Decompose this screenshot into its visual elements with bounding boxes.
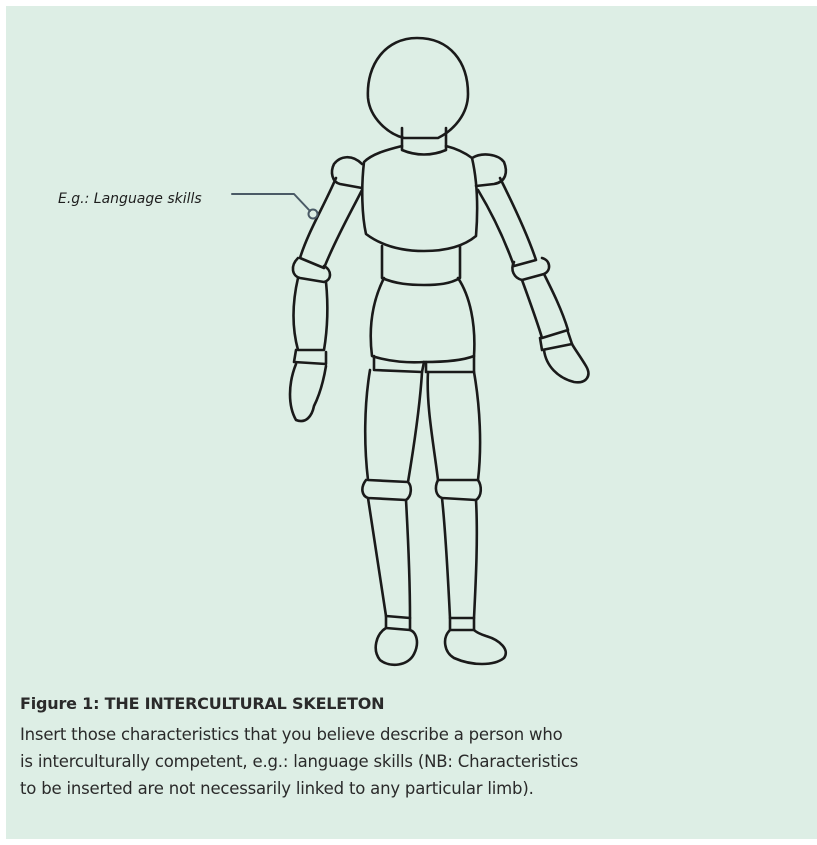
- caption-line-2: is interculturally competent, e.g.: lang…: [20, 748, 800, 775]
- mannequin-figure: [6, 6, 817, 686]
- caption-line-3: to be inserted are not necessarily linke…: [20, 775, 800, 802]
- circle-marker-icon: [309, 210, 318, 219]
- mannequin-right-forearm: [522, 274, 568, 338]
- mannequin-chest: [362, 146, 477, 251]
- mannequin-right-ankle: [450, 618, 474, 630]
- mannequin-left-forearm: [294, 278, 328, 350]
- mannequin-left-thigh-lower: [365, 370, 422, 482]
- mannequin-left-hand: [290, 364, 326, 421]
- mannequin-right-hand: [544, 344, 588, 382]
- mannequin-right-upper-arm: [478, 178, 536, 266]
- mannequin-left-shin: [368, 498, 410, 618]
- mannequin-left-wrist: [294, 350, 326, 364]
- mannequin-head: [368, 38, 468, 138]
- caption-line-1: Insert those characteristics that you be…: [20, 721, 800, 748]
- mannequin-hips: [371, 278, 475, 362]
- mannequin-right-foot: [445, 630, 506, 664]
- mannequin-left-upper-arm: [300, 178, 362, 268]
- mannequin-right-thigh-lower: [428, 372, 480, 480]
- figure-caption: Figure 1: THE INTERCULTURAL SKELETON Ins…: [20, 694, 800, 802]
- mannequin-left-foot: [376, 628, 417, 665]
- figure-panel: E.g.: Language skills Figure 1: THE INTE…: [6, 6, 817, 839]
- mannequin-right-shin: [442, 498, 477, 618]
- annotation-leader-line: [232, 194, 310, 211]
- mannequin-left-shoulder: [332, 157, 362, 188]
- annotation-label: E.g.: Language skills: [58, 191, 202, 207]
- caption-title: Figure 1: THE INTERCULTURAL SKELETON: [20, 694, 800, 713]
- mannequin-neck: [402, 128, 446, 155]
